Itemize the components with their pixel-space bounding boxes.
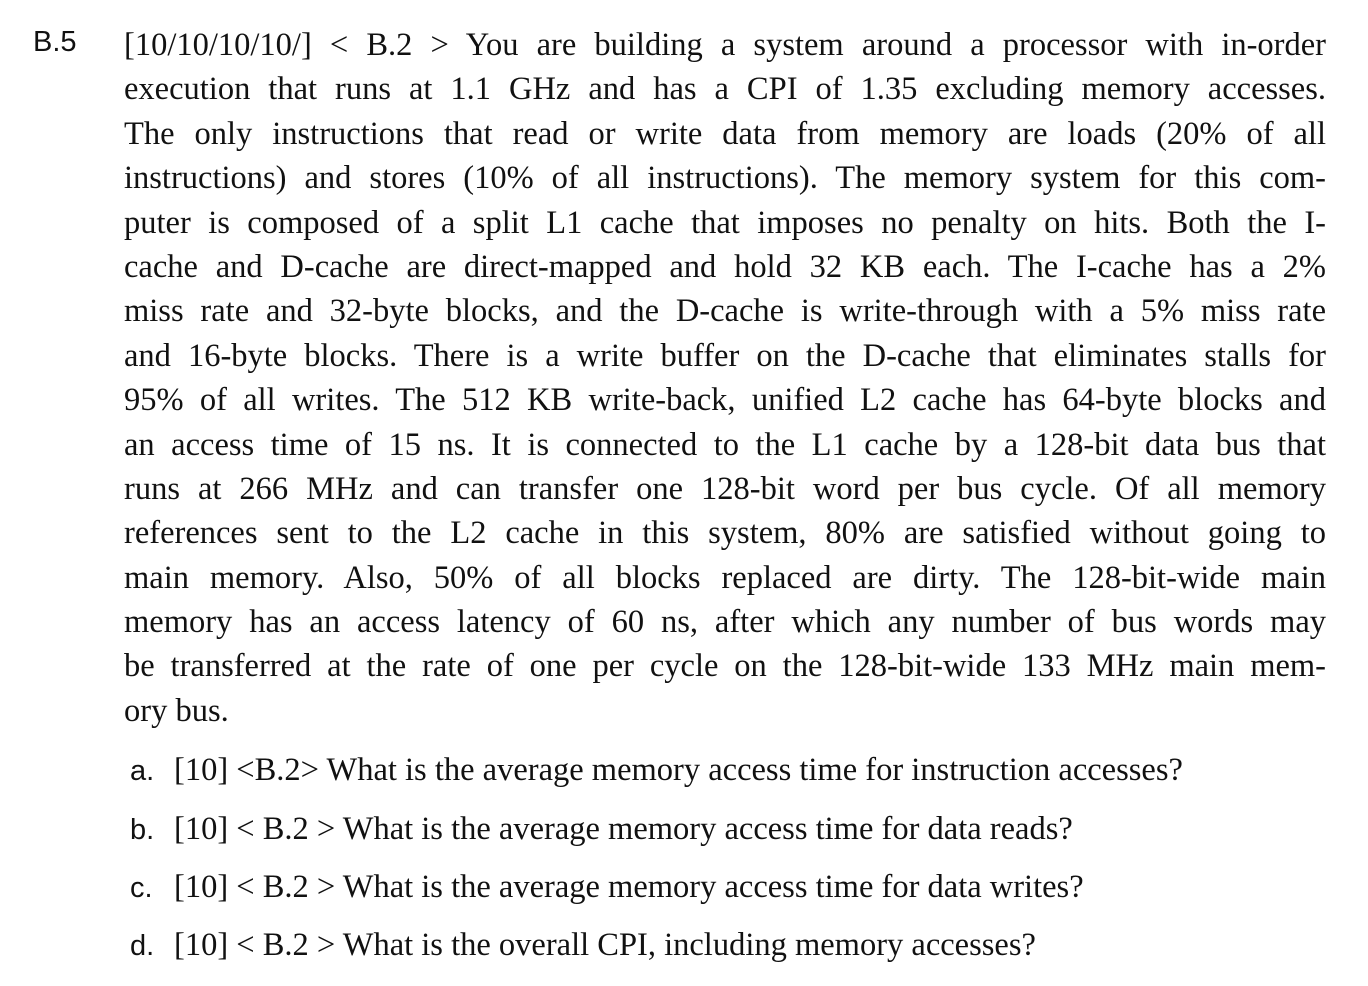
subquestion-text: [10] < B.2 > What is the average memory … — [174, 869, 1084, 905]
statement-line: instructions) and stores (10% of all ins… — [124, 160, 1326, 197]
subquestion-label: d. — [130, 930, 155, 962]
statement-line: execution that runs at 1.1 GHz and has a… — [124, 71, 1326, 108]
statement-line: be transferred at the rate of one per cy… — [124, 648, 1326, 685]
statement-line: [10/10/10/10/] < B.2 > You are building … — [124, 27, 1326, 63]
statement-line: references sent to the L2 cache in this … — [124, 515, 1326, 552]
subquestion-b: b. [10] < B.2 > What is the average memor… — [130, 811, 1073, 848]
subquestion-label: a. — [130, 755, 155, 787]
subquestion-label: c. — [130, 872, 153, 904]
statement-line: and 16-byte blocks. There is a write buf… — [124, 337, 1326, 374]
statement-line: memory has an access latency of 60 ns, a… — [124, 604, 1326, 641]
problem-statement: [10/10/10/10/] < B.2 > You are building … — [124, 23, 1326, 733]
subquestion-d: d. [10] < B.2 > What is the overall CPI, … — [130, 927, 1036, 964]
statement-line: 95% of all writes. The 512 KB write-back… — [124, 382, 1326, 419]
statement-line: runs at 266 MHz and can transfer one 128… — [124, 470, 1326, 507]
statement-line: cache and D-cache are direct-mapped and … — [124, 248, 1326, 285]
statement-line: an access time of 15 ns. It is connected… — [124, 426, 1326, 463]
statement-line: puter is composed of a split L1 cache th… — [124, 204, 1326, 241]
subquestion-text: [10] <B.2> What is the average memory ac… — [174, 752, 1183, 788]
problem-number: B.5 — [33, 26, 77, 58]
statement-line: The only instructions that read or write… — [124, 115, 1326, 152]
subquestion-text: [10] < B.2 > What is the overall CPI, in… — [174, 927, 1036, 963]
subquestion-text: [10] < B.2 > What is the average memory … — [174, 811, 1073, 847]
statement-line: ory bus. — [124, 692, 229, 729]
subquestion-a: a. [10] <B.2> What is the average memory … — [130, 752, 1183, 789]
subquestion-c: c. [10] < B.2 > What is the average memor… — [130, 869, 1084, 906]
statement-line: miss rate and 32-byte blocks, and the D-… — [124, 293, 1326, 330]
statement-line: main memory. Also, 50% of all blocks rep… — [124, 559, 1326, 596]
subquestion-label: b. — [130, 814, 155, 846]
